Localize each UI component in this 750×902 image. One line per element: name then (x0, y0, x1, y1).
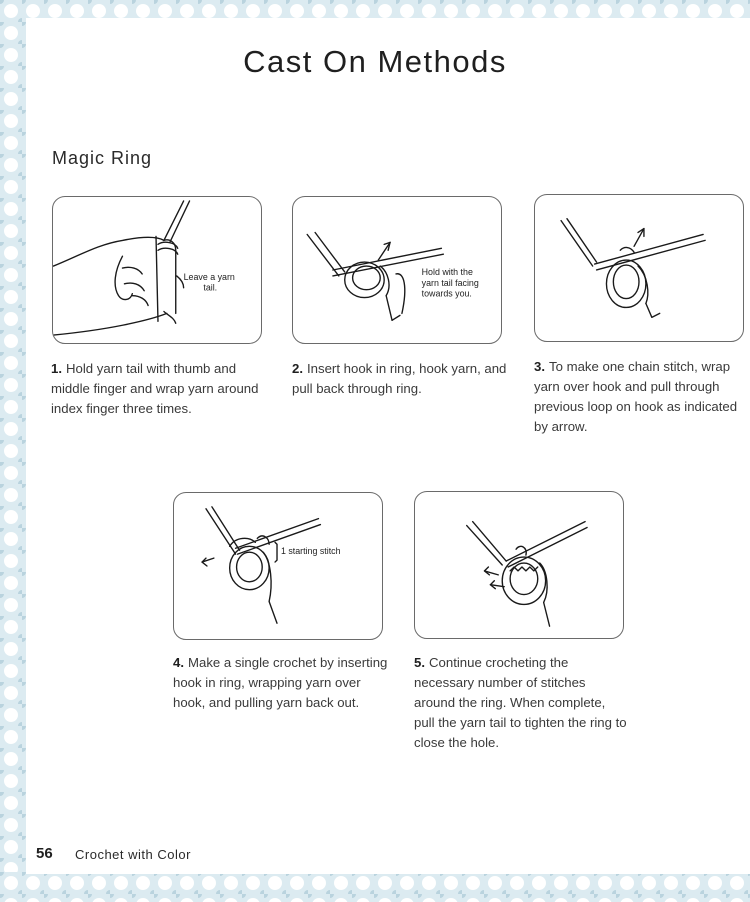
border-pattern-bottom (0, 872, 750, 902)
single-crochet-illustration: 1 starting stitch (201, 506, 341, 624)
step-5-caption: 5.Continue crocheting the necessary numb… (414, 653, 629, 753)
step-4-caption: 4.Make a single crochet by inserting hoo… (173, 653, 388, 713)
hook-in-ring-illustration: Hold with the yarn tail facing towards y… (306, 231, 479, 322)
step-2-caption: 2.Insert hook in ring, hook yarn, and pu… (292, 359, 507, 399)
page-title: Cast On Methods (243, 44, 507, 79)
step-4-text: Make a single crochet by inserting hook … (173, 655, 388, 710)
step-2-label-line-1: Hold with the (422, 267, 473, 277)
step-1-text: Hold yarn tail with thumb and middle fin… (51, 361, 259, 416)
step-3-caption: 3.To make one chain stitch, wrap yarn ov… (534, 357, 749, 437)
section-heading: Magic Ring (52, 148, 153, 168)
step-1-number: 1. (51, 361, 62, 376)
step-1-label-line-1: Leave a yarn (184, 272, 235, 282)
hand-wrapping-yarn-illustration: Leave a yarn tail. (53, 200, 235, 336)
step-2-label-line-2: yarn tail facing (422, 278, 479, 288)
page-sheet (26, 18, 750, 874)
chain-stitch-illustration (560, 217, 706, 319)
step-3-illustration (534, 194, 744, 342)
continue-crocheting-illustration (466, 520, 588, 627)
book-title: Crochet with Color (75, 847, 191, 862)
border-pattern-left (0, 0, 30, 902)
step-1-label-line-2: tail. (203, 283, 217, 293)
step-4-number: 4. (173, 655, 184, 670)
page-number: 56 (36, 845, 53, 862)
step-2-label-line-3: towards you. (422, 289, 472, 299)
step-2-number: 2. (292, 361, 303, 376)
step-4-illustration: 1 starting stitch (173, 492, 383, 640)
step-4-label-line-1: 1 starting stitch (281, 546, 341, 556)
border-pattern-top (0, 0, 750, 22)
step-5-text: Continue crocheting the necessary number… (414, 655, 627, 750)
step-2-text: Insert hook in ring, hook yarn, and pull… (292, 361, 507, 396)
step-1-illustration: Leave a yarn tail. (52, 196, 262, 344)
step-3-text: To make one chain stitch, wrap yarn over… (534, 359, 738, 434)
step-3-number: 3. (534, 359, 545, 374)
step-5-illustration (414, 491, 624, 639)
step-2-illustration: Hold with the yarn tail facing towards y… (292, 196, 502, 344)
step-5-number: 5. (414, 655, 425, 670)
step-1-caption: 1.Hold yarn tail with thumb and middle f… (51, 359, 266, 419)
